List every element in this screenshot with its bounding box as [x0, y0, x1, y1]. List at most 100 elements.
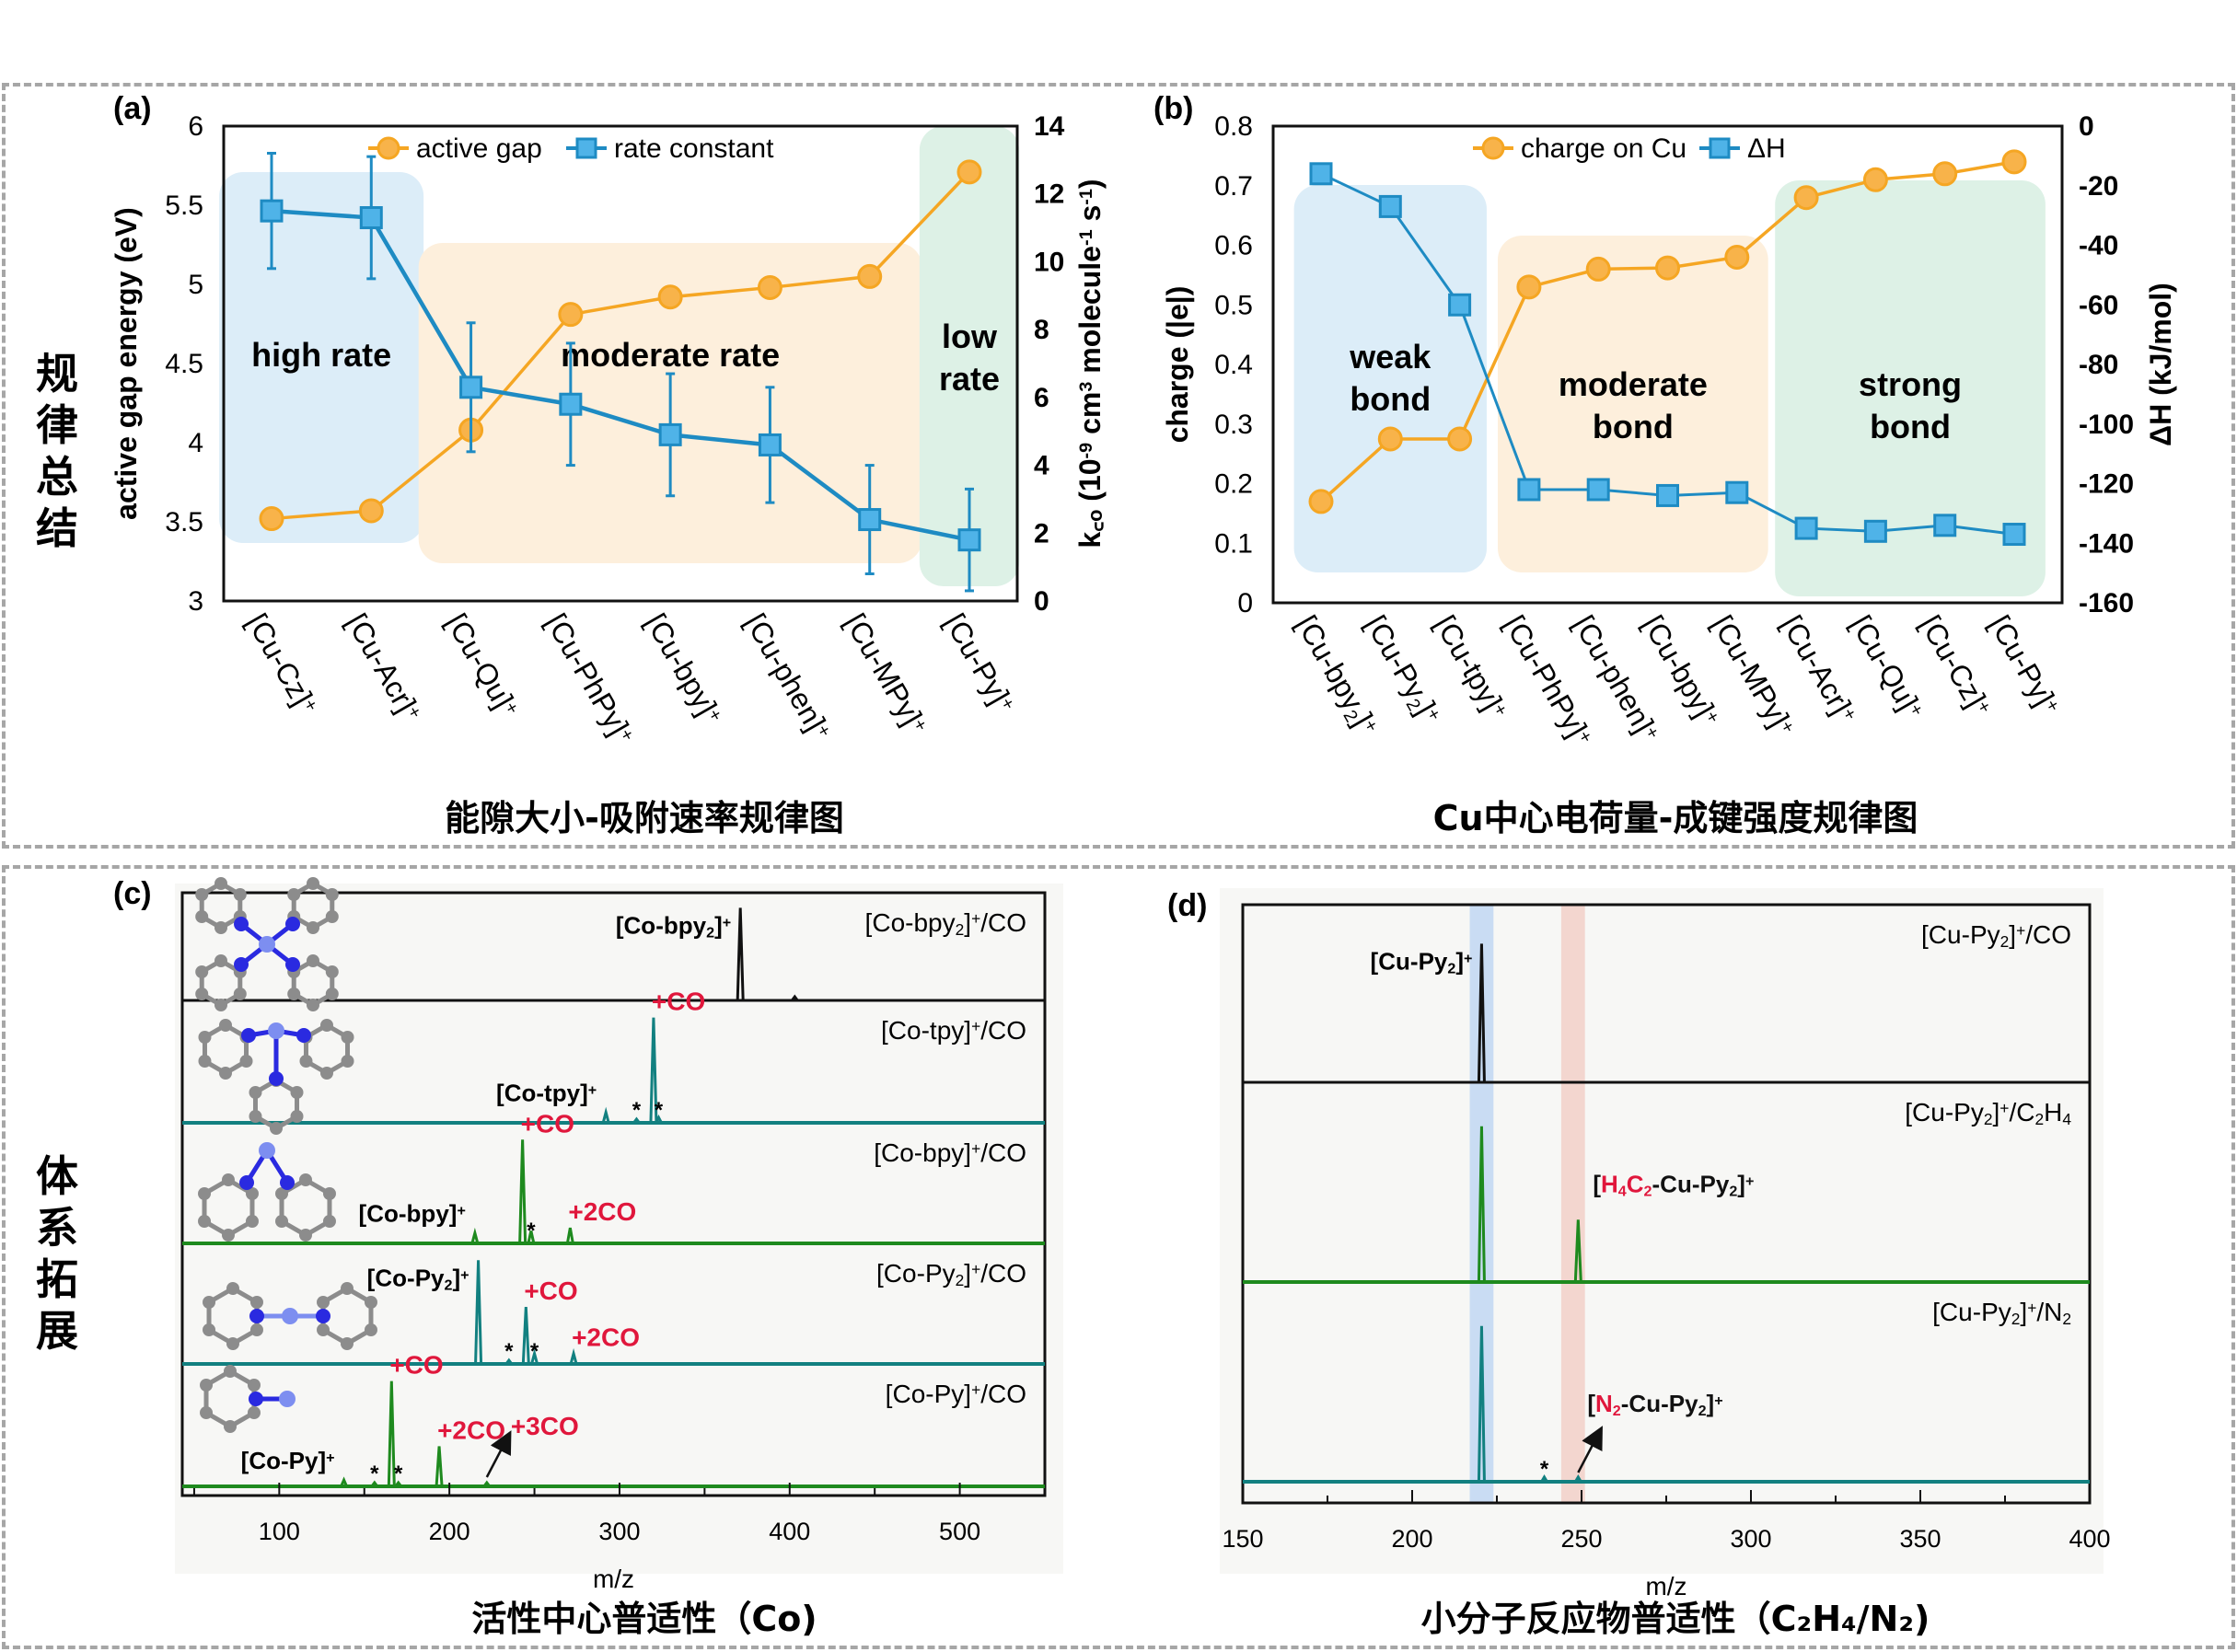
spectrum-peak — [1574, 1473, 1582, 1483]
text-run: P — [1700, 1170, 1716, 1197]
section-label-char: 系 — [36, 1203, 78, 1253]
y-tick-label: 6 — [188, 111, 203, 142]
text-run: ( — [2144, 386, 2177, 396]
text-run: C — [597, 1197, 616, 1226]
text-run — [1073, 374, 1107, 382]
x-tick-label: 300 — [1730, 1525, 1771, 1553]
superscript: + — [2016, 921, 2025, 940]
data-point-square — [1378, 194, 1402, 218]
text-run: u — [1646, 1390, 1661, 1417]
section-frame-rules — [2, 83, 2235, 849]
molecule-atom-carbon — [290, 1110, 304, 1123]
legend-marker-square — [1709, 137, 1731, 159]
spectrum-peak — [387, 1381, 396, 1487]
text-run — [1073, 502, 1107, 510]
text-run: u — [1947, 920, 1962, 949]
region-label: weak — [1349, 338, 1431, 375]
data-point-square — [1933, 514, 1957, 537]
molecule-atom-carbon — [249, 1110, 262, 1123]
molecule-atom-carbon — [322, 1215, 336, 1228]
caption-d: 小分子反应物普适性（C₂H₄/N₂) — [1420, 1599, 1930, 1639]
text-run: u — [1930, 1098, 1945, 1126]
text-run: - — [917, 1259, 925, 1288]
data-point-circle — [1655, 255, 1680, 281]
molecule-atom-carbon — [275, 1187, 289, 1200]
text-run: y — [943, 1259, 956, 1288]
text-run: b — [922, 1138, 937, 1167]
ion-label: [Cu-Py2]+ — [1371, 947, 1473, 976]
plot-frame — [222, 124, 1019, 603]
text-run: p — [928, 908, 943, 937]
region-label: bond — [1593, 408, 1674, 445]
text-run: C — [405, 1351, 423, 1380]
y2-tick-label: 0 — [1034, 586, 1049, 617]
superscript: + — [1999, 1099, 2009, 1117]
superscript: + — [971, 1139, 980, 1158]
superscript: + — [1464, 950, 1472, 966]
text-run: P — [415, 1264, 431, 1291]
ion-label: [Co-bpy2]+ — [616, 911, 731, 941]
data-point-circle — [956, 159, 982, 185]
text-run: - — [914, 1138, 922, 1167]
data-point-square — [2002, 523, 2026, 547]
text-run: P — [1419, 947, 1434, 975]
data-point-circle — [1377, 426, 1403, 452]
adduct-label: +2CO — [437, 1416, 505, 1445]
text-run: y — [1716, 1170, 1730, 1197]
text-run: ] — [1455, 947, 1464, 975]
text-run: C — [988, 1259, 1006, 1288]
trace-name: [Cu-Py2]+/CO — [1921, 920, 2071, 951]
text-run: ( — [1073, 491, 1107, 502]
text-run: N — [1595, 1390, 1613, 1417]
text-run: m — [2144, 318, 2177, 344]
region-label: low — [942, 318, 998, 355]
x-axis-title: m/z — [593, 1565, 634, 1593]
molecule-atom-carbon — [195, 910, 209, 923]
subscript: 2 — [1613, 1403, 1621, 1419]
molecule-atom-carbon — [226, 1337, 239, 1350]
text-run: H — [1601, 1170, 1618, 1197]
text-run: C — [881, 1138, 899, 1167]
text-run: - — [655, 911, 664, 939]
ion-label: [Co-Py2]+ — [367, 1264, 469, 1293]
text-run: / — [2025, 920, 2033, 949]
text-run: C — [888, 1016, 907, 1045]
legend-label: charge on Cu — [1521, 133, 1686, 164]
y-tick-label: 3 — [188, 586, 203, 617]
molecule-ring — [202, 1022, 249, 1076]
text-run: [ — [876, 1259, 884, 1288]
text-run: C — [375, 1264, 392, 1291]
x-category-label: [Cu-bpy]+ — [639, 608, 728, 731]
y2-tick-label: -60 — [2079, 290, 2118, 320]
superscript: + — [971, 1381, 980, 1399]
region-weak-bond — [1293, 185, 1487, 572]
y-tick-label: 4.5 — [165, 349, 203, 379]
section-frame-extension — [2, 865, 2235, 1649]
spectrum-peak — [435, 1446, 444, 1487]
y-tick-label: 0.6 — [1214, 231, 1253, 261]
molecule-atom-carbon — [322, 1187, 336, 1200]
x-category-label: [Cu-MPy]+ — [839, 608, 934, 741]
text-run: / — [2036, 1298, 2044, 1326]
y2-tick-label: 12 — [1034, 179, 1064, 210]
text-run: y — [943, 908, 956, 937]
molecule-atom-carbon — [320, 1019, 333, 1032]
y2-tick-label: -20 — [2079, 171, 2118, 202]
text-run: + — [437, 1416, 452, 1445]
molecule-atom-carbon — [195, 988, 209, 1000]
text-run: o — [266, 1447, 281, 1474]
text-run: o — [902, 1259, 917, 1288]
text-run: [ — [359, 1200, 367, 1228]
spectrum-peak — [1477, 1325, 1486, 1483]
text-run: - — [1621, 1390, 1629, 1417]
subscript: 2 — [706, 924, 714, 941]
data-point-circle — [558, 302, 584, 328]
text-run: ) — [1073, 179, 1107, 189]
molecule-atom-carbon — [249, 1323, 263, 1336]
region-label: rate — [939, 360, 1000, 398]
y2-tick-label: 4 — [1034, 451, 1049, 481]
molecule-atom-nitrogen — [234, 917, 249, 931]
y-tick-label: 0.8 — [1214, 111, 1253, 142]
text-run: - — [1410, 947, 1419, 975]
spectrum-peak — [569, 1347, 578, 1365]
